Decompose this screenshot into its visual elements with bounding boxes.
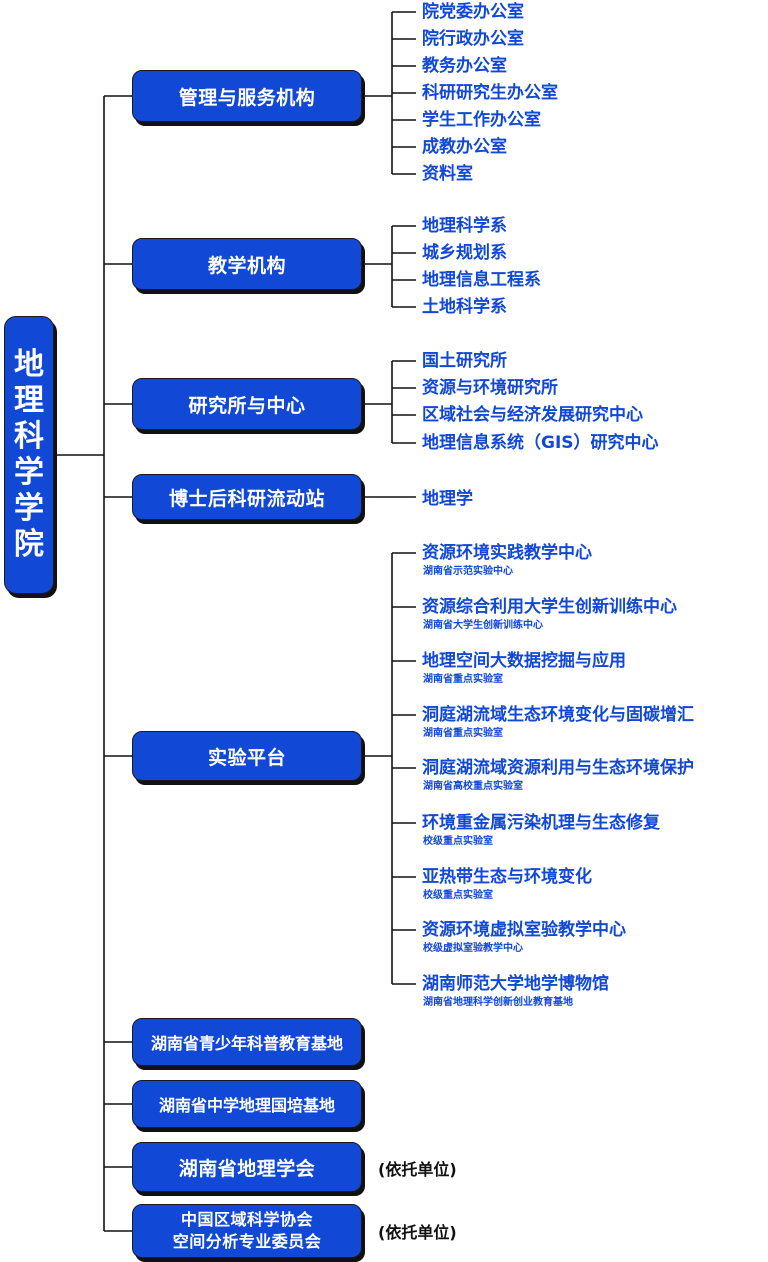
leaf-subtitle: 湖南省示范实验中心	[423, 566, 513, 577]
leaf-subtitle: 湖南省高校重点实验室	[423, 781, 523, 792]
branch-geographical-society: 湖南省地理学会	[132, 1142, 362, 1192]
leaf-item: 环境重金属污染机理与生态修复	[422, 813, 660, 833]
leaf-item: 资源综合利用大学生创新训练中心	[422, 597, 677, 617]
leaf-subtitle: 湖南省地理科学创新创业教育基地	[423, 997, 573, 1008]
branch-regional-science-committee: 中国区域科学协会 空间分析专业委员会	[132, 1204, 362, 1258]
leaf-item: 国土研究所	[422, 351, 507, 371]
leaf-item: 资料室	[422, 164, 473, 184]
leaf-item: 科研研究生办公室	[422, 83, 558, 103]
root-char: 地	[14, 347, 44, 382]
leaf-item: 资源环境虚拟室验教学中心	[422, 920, 626, 940]
leaf-item: 教务办公室	[422, 56, 507, 76]
root-char: 院	[14, 527, 44, 562]
root-node: 地 理 科 学 学 院	[4, 316, 54, 594]
leaf-item: 土地科学系	[422, 297, 507, 317]
branch-middle-school-training-base: 湖南省中学地理国培基地	[132, 1080, 362, 1128]
leaf-subtitle: 校级重点实验室	[423, 890, 493, 901]
leaf-subtitle: 湖南省大学生创新训练中心	[423, 620, 543, 631]
leaf-item: 湖南师范大学地学博物馆	[422, 974, 609, 994]
leaf-item: 学生工作办公室	[422, 110, 541, 130]
leaf-subtitle: 湖南省重点实验室	[423, 674, 503, 685]
root-char: 理	[14, 383, 44, 418]
leaf-item: 城乡规划系	[422, 243, 507, 263]
leaf-item: 地理学	[422, 489, 473, 509]
branch-label-line: 空间分析专业委员会	[172, 1232, 322, 1251]
support-unit-note: (依托单位)	[378, 1223, 457, 1242]
leaf-item: 地理信息系统（GIS）研究中心	[422, 433, 659, 453]
leaf-subtitle: 校级重点实验室	[423, 836, 493, 847]
branch-postdoc-station: 博士后科研流动站	[132, 474, 362, 520]
branch-youth-science-base: 湖南省青少年科普教育基地	[132, 1018, 362, 1066]
leaf-item: 院党委办公室	[422, 2, 524, 22]
branch-label-line: 中国区域科学协会	[180, 1210, 313, 1229]
leaf-item: 院行政办公室	[422, 29, 524, 49]
leaf-item: 地理科学系	[422, 216, 507, 236]
branch-institutes-centers: 研究所与中心	[132, 378, 362, 430]
branch-experiment-platform: 实验平台	[132, 731, 362, 781]
leaf-item: 地理空间大数据挖掘与应用	[422, 651, 626, 671]
leaf-item: 资源与环境研究所	[422, 378, 558, 398]
leaf-item: 资源环境实践教学中心	[422, 543, 592, 563]
branch-teaching: 教学机构	[132, 238, 362, 290]
leaf-item: 区域社会与经济发展研究中心	[422, 405, 643, 425]
leaf-subtitle: 校级虚拟室验教学中心	[423, 943, 523, 954]
branch-management-services: 管理与服务机构	[132, 70, 362, 122]
root-char: 学	[14, 491, 44, 526]
root-char: 科	[14, 419, 44, 454]
leaf-item: 亚热带生态与环境变化	[422, 867, 592, 887]
leaf-item: 洞庭湖流域资源利用与生态环境保护	[422, 758, 694, 778]
leaf-subtitle: 湖南省重点实验室	[423, 728, 503, 739]
leaf-item: 地理信息工程系	[422, 270, 541, 290]
root-char: 学	[14, 455, 44, 490]
support-unit-note: (依托单位)	[378, 1160, 457, 1179]
leaf-item: 洞庭湖流域生态环境变化与固碳增汇	[422, 705, 694, 725]
leaf-item: 成教办公室	[422, 137, 507, 157]
